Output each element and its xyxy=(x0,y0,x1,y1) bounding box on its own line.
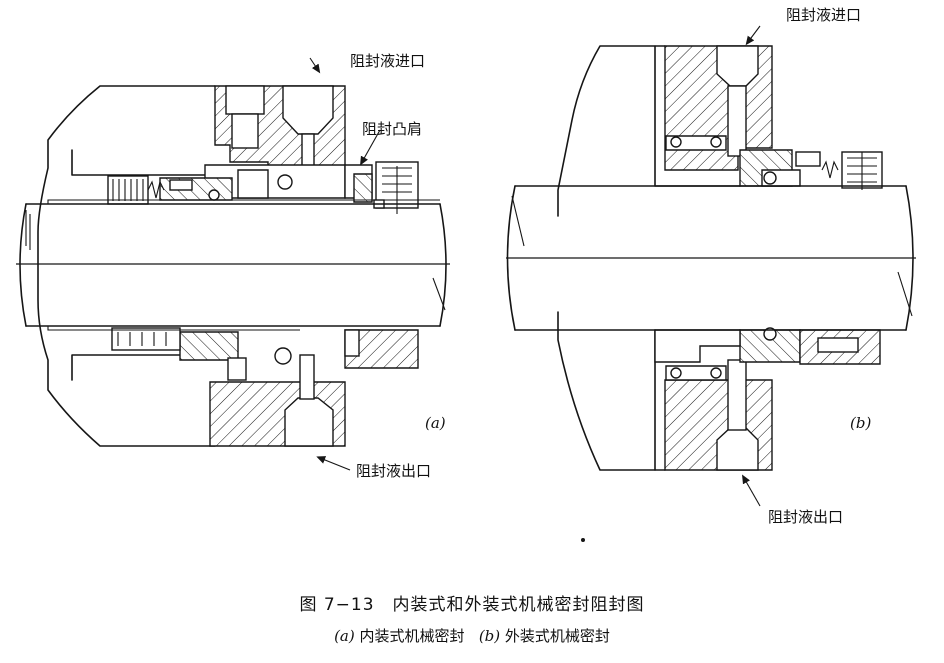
shaft-a xyxy=(25,203,441,327)
figure-caption-title: 图 7−13 内装式和外装式机械密封阻封图 xyxy=(299,595,645,615)
caption-tag-a: (a) xyxy=(334,627,355,645)
caption-text-b: 外装式机械密封 xyxy=(504,627,610,645)
label-a-shoulder: 阻封凸肩 xyxy=(362,120,422,138)
label-b-outlet: 阻封液出口 xyxy=(768,508,843,526)
panel-tag-a: (a) xyxy=(425,414,446,432)
housing-b xyxy=(557,45,666,471)
caption-tag-b: (b) xyxy=(478,627,501,645)
panel-b xyxy=(506,25,916,542)
figure-caption-subtitle: (a) 内装式机械密封 (b) 外装式机械密封 xyxy=(0,625,944,646)
label-a-inlet: 阻封液进口 xyxy=(350,52,425,70)
panel-a xyxy=(16,57,450,471)
caption-text-a: 内装式机械密封 xyxy=(359,627,465,645)
panel-tag-b: (b) xyxy=(850,414,871,432)
seal-diagram: 阻封液进口 阻封凸肩 阻封液出口 阻封液进口 阻封液出口 (a) (b) xyxy=(16,6,916,542)
shaft-b xyxy=(514,185,907,331)
label-a-outlet: 阻封液出口 xyxy=(356,462,431,480)
label-b-inlet: 阻封液进口 xyxy=(786,6,861,24)
housing-a xyxy=(37,85,216,447)
